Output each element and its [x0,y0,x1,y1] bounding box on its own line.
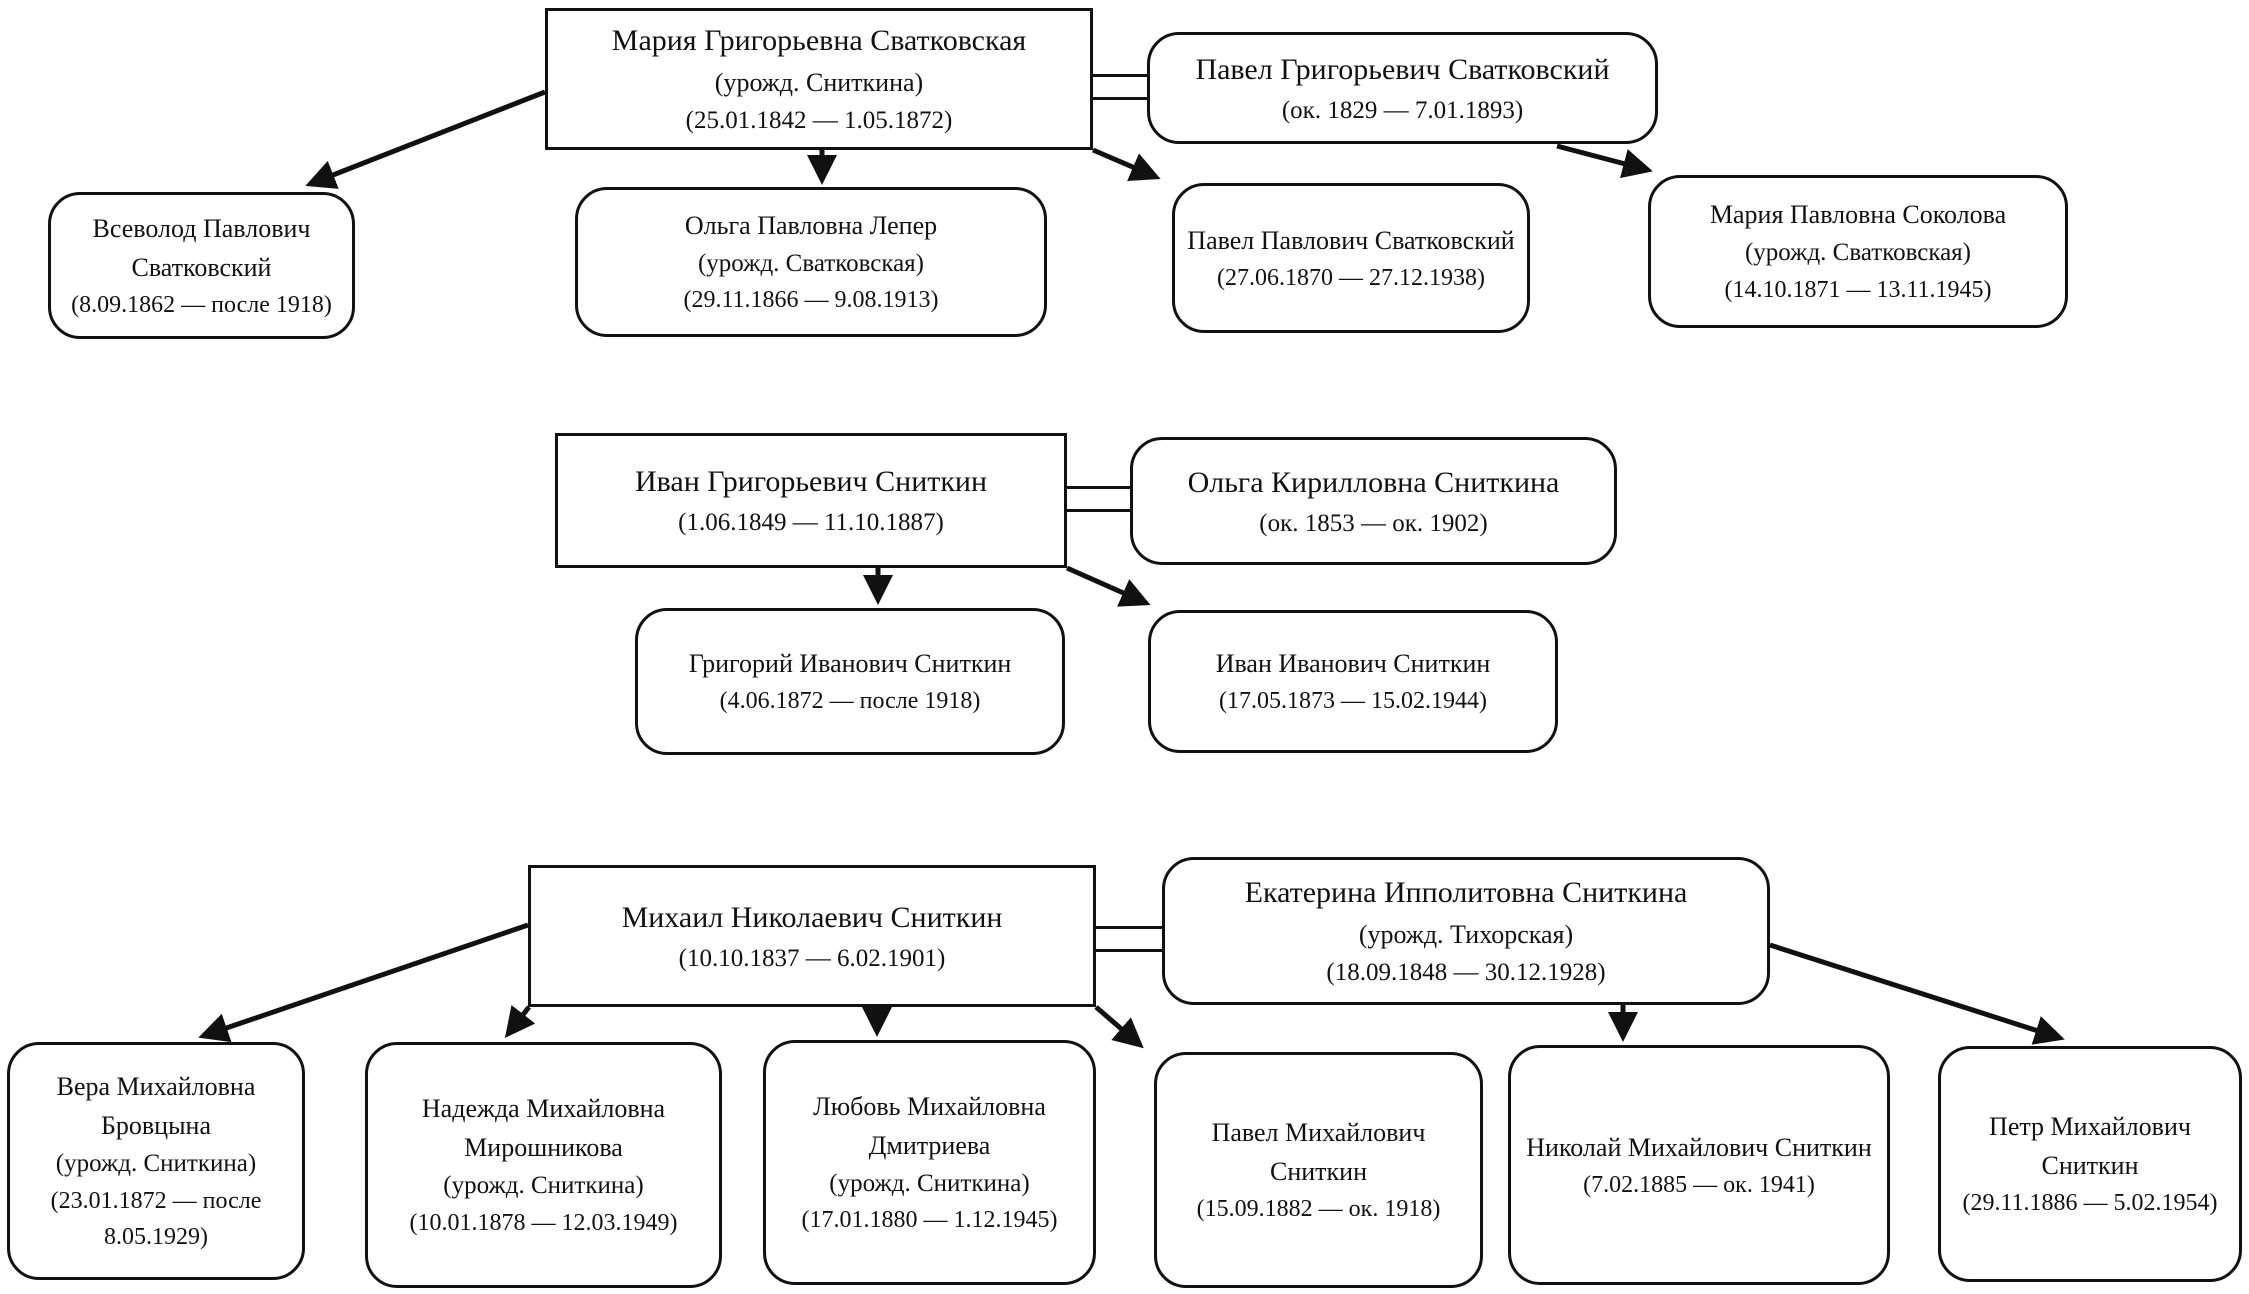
person-name: Иван Иванович Сниткин [1215,649,1491,678]
person-box-mikhail-snitkin: Михаил Николаевич Сниткин (10.10.1837 — … [528,865,1096,1007]
person-dates: (10.01.1878 — 12.03.1949) [409,1209,678,1236]
person-dates: (8.09.1862 — после 1918) [71,291,332,318]
person-dates: (17.05.1873 — 15.02.1944) [1219,688,1487,714]
person-dates: (29.11.1866 — 9.08.1913) [683,287,939,314]
person-name: Иван Григорьевич Сниткин [634,465,988,499]
person-box-maria-svatkovskaya: Мария Григорьевна Сватковская (урожд. Сн… [545,8,1093,150]
person-nee: (урожд. Сниткина) [55,1150,257,1178]
arrow-ivan-to-ivan-jr [1065,565,1151,607]
person-box-olga-leper: Ольга Павловна Лепер (урожд. Сватковская… [575,187,1047,337]
person-dates: (15.09.1882 — ок. 1918) [1196,1196,1441,1222]
person-name: Павел Павлович Сватковский [1187,225,1515,255]
person-box-vsevolod-svatkovsky: Всеволод Павлович Сватковский (8.09.1862… [48,192,355,339]
arrow-maria-to-vsevolod [305,89,546,189]
person-box-nadezhda-miroshnikova: Надежда Михайловна Мирошникова (урожд. С… [365,1042,722,1288]
person-box-ivan-snitkin-sr: Иван Григорьевич Сниткин (1.06.1849 — 11… [555,433,1067,568]
person-name: Екатерина Ипполитовна Сниткина [1244,876,1688,910]
person-nee: (урожд. Сниткина) [829,1169,1030,1197]
arrow-mikhail-to-vera [198,922,529,1043]
person-box-petr-snitkin: Петр Михайлович Сниткин (29.11.1886 — 5.… [1938,1046,2242,1282]
person-dates: (10.10.1837 — 6.02.1901) [678,944,946,972]
person-box-grigory-snitkin: Григорий Иванович Сниткин (4.06.1872 — п… [635,608,1065,755]
person-name: Павел Григорьевич Сватковский [1195,52,1610,86]
person-box-lyubov-dmitrieva: Любовь Михайловна Дмитриева (урожд. Снит… [763,1040,1096,1285]
person-name: Ольга Кирилловна Сниткина [1187,465,1560,499]
person-name: Павел Михайлович Сниткин [1211,1118,1426,1186]
person-name: Михаил Николаевич Сниткин [621,900,1003,934]
person-dates: (18.09.1848 — 30.12.1928) [1326,959,1606,987]
person-nee: (урожд. Тихорская) [1358,920,1574,950]
person-dates: (4.06.1872 — после 1918) [719,688,981,714]
person-nee: (урожд. Сватковская) [1744,239,1972,267]
person-dates: (23.01.1872 — после 8.05.1929) [50,1187,262,1250]
person-nee: (урожд. Сниткина) [443,1172,644,1200]
person-box-pavel-svatkovsky-jr: Павел Павлович Сватковский (27.06.1870 —… [1172,183,1530,333]
arrow-maria-to-pavel-jr [1092,147,1161,181]
arrow-ekaterina-to-petr [1769,942,2065,1045]
person-name: Любовь Михайловна Дмитриева [813,1091,1046,1160]
arrow-mikhail-to-nadezhda [504,1005,536,1038]
person-name: Петр Михайлович Сниткин [1989,1112,2191,1180]
person-dates: (27.06.1870 — 27.12.1938) [1217,264,1485,291]
marriage-connector-snitkin-mikhail [1096,926,1162,952]
person-box-vera-brovtsyna: Вера Михайловна Бровцына (урожд. Сниткин… [7,1042,305,1280]
person-dates: (17.01.1880 — 1.12.1945) [801,1207,1058,1234]
arrow-pavel-to-maria-sokolova [1556,143,1653,179]
person-box-maria-sokolova: Мария Павловна Соколова (урожд. Сватковс… [1648,175,2068,328]
person-dates: (14.10.1871 — 13.11.1945) [1724,276,1992,303]
person-box-pavel-svatkovsky-sr: Павел Григорьевич Сватковский (ок. 1829 … [1147,32,1658,144]
marriage-connector-snitkin-ivan [1067,486,1130,512]
person-dates: (ок. 1829 — 7.01.1893) [1281,96,1524,124]
person-dates: (29.11.1886 — 5.02.1954) [1962,1190,2218,1216]
person-name: Ольга Павловна Лепер [684,210,938,240]
person-name: Мария Павловна Соколова [1709,200,2007,230]
person-box-nikolay-snitkin: Николай Михайлович Сниткин (7.02.1885 — … [1508,1045,1890,1285]
person-name: Надежда Михайловна Мирошникова [421,1094,666,1163]
person-name: Николай Михайлович Сниткин [1526,1132,1872,1162]
person-nee: (урожд. Сниткина) [714,68,924,98]
person-name: Мария Григорьевна Сватковская [611,24,1027,58]
marriage-connector-svatkovsky [1093,74,1147,100]
person-name: Всеволод Павлович Сватковский [92,213,311,282]
person-dates: (7.02.1885 — ок. 1941) [1583,1171,1815,1198]
person-box-pavel-snitkin: Павел Михайлович Сниткин (15.09.1882 — о… [1154,1052,1483,1288]
person-dates: (ок. 1853 — ок. 1902) [1259,509,1488,537]
person-dates: (25.01.1842 — 1.05.1872) [685,107,953,135]
person-dates: (1.06.1849 — 11.10.1887) [678,509,944,537]
person-box-olga-snitkina: Ольга Кирилловна Сниткина (ок. 1853 — ок… [1130,437,1617,565]
person-box-ekaterina-snitkina: Екатерина Ипполитовна Сниткина (урожд. Т… [1162,857,1770,1005]
person-box-ivan-snitkin-jr: Иван Иванович Сниткин (17.05.1873 — 15.0… [1148,610,1558,753]
arrow-mikhail-to-pavel [1094,1005,1144,1049]
person-name: Вера Михайловна Бровцына [56,1072,256,1141]
person-nee: (урожд. Сватковская) [697,249,925,277]
person-name: Григорий Иванович Сниткин [688,649,1012,678]
